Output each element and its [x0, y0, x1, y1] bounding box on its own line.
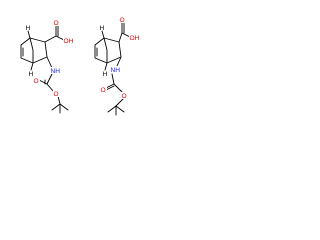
molecule-2-amide-nh: NH	[111, 67, 121, 74]
molecule-2-bridgehead-h-top: H	[100, 25, 105, 32]
molecule-2: O OH NH O O H H	[94, 16, 140, 116]
molecule-2-carbamate-ether-oxygen: O	[122, 93, 127, 100]
molecule-1-acid-hydroxyl: OH	[64, 38, 74, 45]
molecule-1: O OH NH O O H H	[20, 19, 74, 114]
molecule-2-acid-oxygen: O	[120, 17, 125, 24]
molecule-2-bonds	[94, 22, 131, 116]
molecule-1-carbamate-ether-oxygen: O	[54, 91, 59, 98]
molecule-1-bridgehead-h-bottom: H	[29, 71, 34, 78]
molecule-2-bridgehead-h-bottom: H	[103, 71, 108, 78]
molecule-1-bonds	[20, 25, 69, 114]
molecule-1-acid-oxygen: O	[54, 20, 59, 27]
molecule-2-acid-hydroxyl: OH	[130, 35, 140, 42]
molecule-1-carbamate-carbonyl-oxygen: O	[34, 78, 39, 85]
molecule-1-bridgehead-h-top: H	[26, 25, 31, 32]
molecule-2-carbamate-carbonyl-oxygen: O	[101, 87, 106, 94]
structures-canvas: O OH NH O O H H	[20, 16, 140, 116]
molecule-1-amide-nh: NH	[51, 68, 61, 75]
